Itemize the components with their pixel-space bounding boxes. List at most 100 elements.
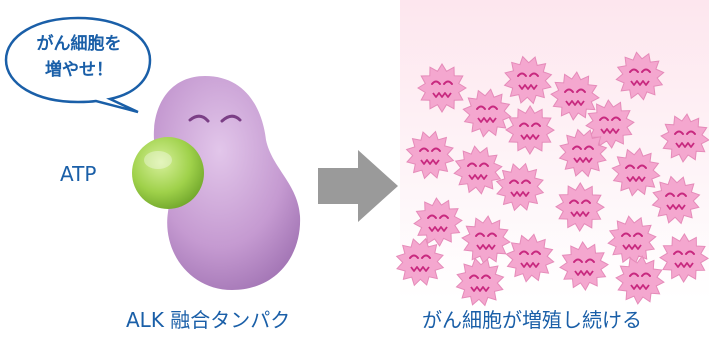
cancer-cell-mouth [570,211,590,217]
cancer-cell [607,215,657,265]
cancer-cell-caption: がん細胞が増殖し続ける [422,308,642,332]
cancer-cell-body [660,113,709,163]
cancer-cell-body [505,105,555,155]
cancer-cell-body [505,233,555,283]
cancer-cell-eyes [517,72,539,77]
cancer-cell-eyes [469,274,491,279]
cancer-cell-body [559,241,609,291]
cancer-cell-eyes [625,164,647,169]
cancer-cell-eyes [427,214,449,219]
cancer-cell-mouth [520,134,540,140]
cancer-cell-eyes [475,232,497,237]
cancer-cell-mouth [630,80,650,86]
cancer-cells [395,51,709,307]
cancer-cell [462,88,512,138]
cancer-cell [615,255,665,305]
cancer-cell-eyes [509,179,531,184]
cancer-cell [550,71,600,121]
cancer-cell [495,162,545,212]
cancer-cell-body [615,255,665,305]
cancer-cell-mouth [470,286,490,292]
protein-eye-right [220,114,242,123]
cancer-cell-eyes [419,147,441,152]
cancer-cell-body [550,71,600,121]
cancer-cell-body [615,51,665,101]
cancer-cell [405,130,455,180]
cancer-cell-mouth [675,142,695,148]
cancer-cell-mouth [476,244,496,250]
cancer-cell [453,145,503,195]
cancer-cell-mouth [574,270,594,276]
cancer-cell-mouth [520,262,540,268]
cancer-cell-eyes [673,250,695,255]
cancer-cell-eyes [572,145,594,150]
protein-eye-left [188,114,210,123]
cancer-cell-eyes [564,88,586,93]
cancer-cell [417,63,467,113]
cancer-cell [555,182,605,232]
speech-bubble-line-1: がん細胞を [36,34,122,54]
cancer-cell-mouth [573,157,593,163]
atp-highlight [144,151,172,169]
cancer-cell [660,113,709,163]
cancer-cell-eyes [431,80,453,85]
cancer-cell-mouth [428,226,448,232]
alk-fusion-protein-caption: ALK 融合タンパク [126,308,291,332]
atp-label: ATP [60,162,97,186]
cancer-cell-eyes [476,105,498,110]
cancer-cell-mouth [420,159,440,165]
cancer-cell-mouth [626,176,646,182]
cancer-cell-body [651,175,701,225]
cancer-cell-eyes [665,192,687,197]
cancer-cell-mouth [510,191,530,197]
cancer-cell-mouth [432,92,452,98]
cancer-cell [559,241,609,291]
cancer-cell [395,237,445,287]
cancer-cell-body [462,88,512,138]
cancer-cell-mouth [565,100,585,106]
cancer-cell-body [659,233,709,283]
atp-sphere [132,137,204,209]
cancer-cell [505,105,555,155]
cancer-cell-body [503,55,553,105]
cancer-cell-eyes [599,116,621,121]
cancer-cell-eyes [674,130,696,135]
cancer-cell-eyes [569,199,591,204]
cancer-cell [503,55,553,105]
cancer-cell [455,257,505,307]
cancer-cell-eyes [467,162,489,167]
alk-fusion-protein [153,76,301,290]
cancer-cell-mouth [600,128,620,134]
cancer-cell-body [607,215,657,265]
cancer-cell-body [455,257,505,307]
cancer-cell-mouth [666,204,686,210]
cancer-cell [558,128,608,178]
cancer-cell-mouth [410,266,430,272]
speech-bubble [4,16,152,114]
cancer-cell-body [417,63,467,113]
cancer-cell-body [405,130,455,180]
cancer-cell-body [413,197,463,247]
cancer-cell [651,175,701,225]
right-arrow [318,150,398,222]
cancer-cell [659,233,709,283]
cancer-cell-mouth [468,174,488,180]
cancer-cell [413,197,463,247]
cancer-cell-body [555,182,605,232]
cancer-cell-eyes [629,272,651,277]
speech-bubble-line-2: 増やせ！ [45,60,113,80]
cancer-cell-mouth [477,117,497,123]
cancer-cell-mouth [674,262,694,268]
cancer-cell [615,51,665,101]
cancer-cell-mouth [622,244,642,250]
cancer-cell-mouth [630,284,650,290]
cancer-cell-eyes [621,232,643,237]
cancer-cell-body [611,147,661,197]
cancer-cell-eyes [519,122,541,127]
cancer-cell [611,147,661,197]
cancer-cell [461,215,511,265]
cancer-cell-body [453,145,503,195]
cancer-cell-mouth [518,84,538,90]
